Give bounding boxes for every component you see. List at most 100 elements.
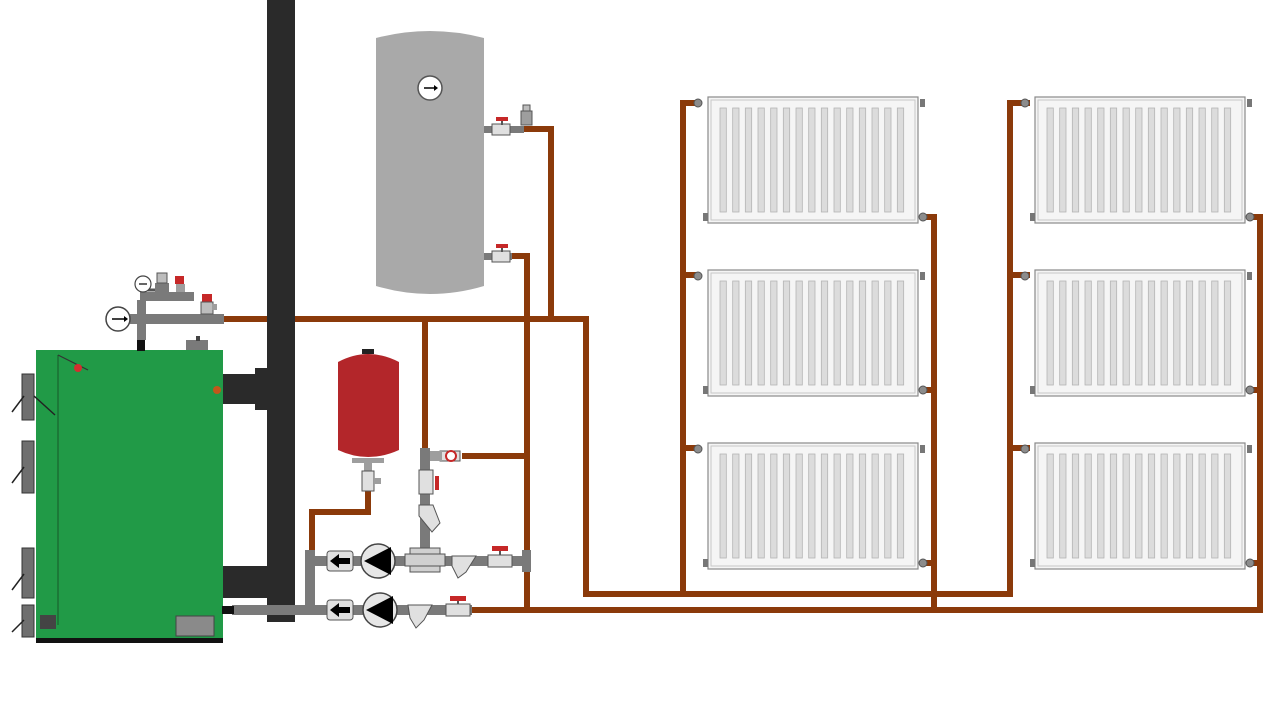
radiator-return-valve[interactable] — [1245, 385, 1255, 395]
radiator-return-valve[interactable] — [918, 212, 928, 222]
hot-water-storage-tank — [376, 31, 533, 294]
radiator-fin — [1109, 453, 1118, 559]
upper-strainer — [451, 555, 477, 579]
radiator-supply-valve[interactable] — [1020, 444, 1030, 454]
radiator-fin — [1223, 453, 1232, 559]
radiator-fin — [1198, 280, 1206, 386]
radiator-fin — [871, 280, 879, 386]
pump-group — [222, 448, 531, 629]
thermometer-dial-icon — [417, 75, 443, 101]
radiator-fin — [795, 107, 803, 213]
radiator-fin — [757, 107, 765, 213]
upper-circulation-pump[interactable] — [360, 543, 396, 579]
radiator-fin — [732, 280, 740, 386]
upper-flow-arrow — [326, 550, 354, 572]
tank-lower-coil-pipe — [510, 253, 530, 610]
tank-lower-valve[interactable] — [484, 244, 512, 263]
radiator-fin — [1211, 280, 1219, 386]
radiator-fin — [1185, 280, 1194, 386]
radiator-fin — [1135, 453, 1143, 559]
radiator-fin — [795, 453, 803, 559]
radiator-fin — [808, 280, 816, 386]
radiator-fin — [1059, 453, 1067, 559]
radiator-fin — [871, 107, 879, 213]
boiler-pressure-gauge — [105, 306, 131, 332]
lower-circulation-pump[interactable] — [362, 592, 398, 628]
radiator-fin — [744, 280, 753, 386]
radiator-fin — [846, 107, 854, 213]
boiler-door-1[interactable] — [11, 373, 56, 421]
right-bank — [1020, 96, 1255, 570]
upper-return-ball-valve[interactable] — [487, 546, 513, 568]
boiler-ash-door — [175, 615, 215, 637]
boiler-thermostat-knob — [213, 386, 221, 394]
radiator-fin — [1097, 107, 1105, 213]
panel-radiator-icon — [1020, 442, 1255, 570]
lower-strainer — [407, 604, 433, 629]
radiator-fin — [757, 453, 765, 559]
radiator-supply-valve[interactable] — [1020, 271, 1030, 281]
boiler-body — [36, 350, 223, 642]
radiator-fin — [782, 453, 791, 559]
radiator-fin — [1173, 453, 1181, 559]
radiator-return-valve[interactable] — [1245, 558, 1255, 568]
radiator-supply-valve[interactable] — [693, 271, 703, 281]
radiator-plug — [1030, 213, 1035, 221]
radiator-supply-valve[interactable] — [693, 98, 703, 108]
radiator-fin — [896, 280, 905, 386]
safety-valve-icon — [175, 276, 184, 284]
radiator-fin — [846, 280, 854, 386]
radiator-fin — [1097, 280, 1105, 386]
radiator-fin — [1135, 107, 1143, 213]
expansion-vessel-valve[interactable] — [361, 470, 381, 492]
radiator-fin — [1223, 280, 1232, 386]
radiator-supply-valve[interactable] — [1020, 98, 1030, 108]
radiator-fin — [1211, 107, 1219, 213]
radiator-fin — [1211, 453, 1219, 559]
radiator-fin — [896, 453, 905, 559]
radiator-fin — [1160, 280, 1168, 386]
radiator-air-vent — [920, 445, 925, 453]
tank-upper-valve[interactable] — [484, 117, 524, 136]
radiator-fin — [1160, 453, 1168, 559]
solid-fuel-boiler — [11, 336, 223, 643]
vertical-ball-valve[interactable] — [418, 469, 439, 495]
lower-ball-valve[interactable] — [445, 596, 471, 617]
radiator-fin — [744, 453, 753, 559]
radiator-fin — [770, 453, 778, 559]
radiator-return-valve[interactable] — [1245, 212, 1255, 222]
boiler-safety-valve — [200, 294, 217, 315]
radiator-plug — [703, 213, 708, 221]
lower-flow-arrow — [326, 599, 354, 621]
radiator-fin — [1071, 107, 1080, 213]
radiator-air-vent — [920, 99, 925, 107]
radiator-fin — [1071, 280, 1080, 386]
radiator-fin — [871, 453, 879, 559]
boiler-pressure-gauge-small — [134, 275, 155, 293]
radiator-plug — [1030, 559, 1035, 567]
radiator-return-valve[interactable] — [918, 385, 928, 395]
radiator-fin — [1084, 280, 1092, 386]
radiator-supply-valve[interactable] — [693, 444, 703, 454]
boiler-door-4[interactable] — [11, 604, 35, 638]
radiator-fin — [719, 107, 727, 213]
radiator-fin — [833, 280, 841, 386]
radiator-fin — [833, 453, 841, 559]
radiator-fin — [1198, 453, 1206, 559]
radiator-banks — [693, 96, 1255, 570]
air-vent-icon — [155, 283, 169, 295]
radiator-fin — [1147, 280, 1156, 386]
radiator-return-valve[interactable] — [918, 558, 928, 568]
radiator-fin — [858, 107, 867, 213]
left-bank — [693, 96, 928, 570]
radiator-fin — [1185, 107, 1194, 213]
radiator-fin — [858, 453, 867, 559]
bypass-ball-valve[interactable] — [430, 450, 461, 462]
boiler-door-3[interactable] — [11, 547, 35, 599]
radiator-fin — [1173, 280, 1181, 386]
radiator-fin — [782, 107, 791, 213]
tank-upper-coil-pipe — [510, 126, 554, 319]
radiator-air-vent — [1247, 272, 1252, 280]
boiler-door-2[interactable] — [11, 440, 35, 494]
